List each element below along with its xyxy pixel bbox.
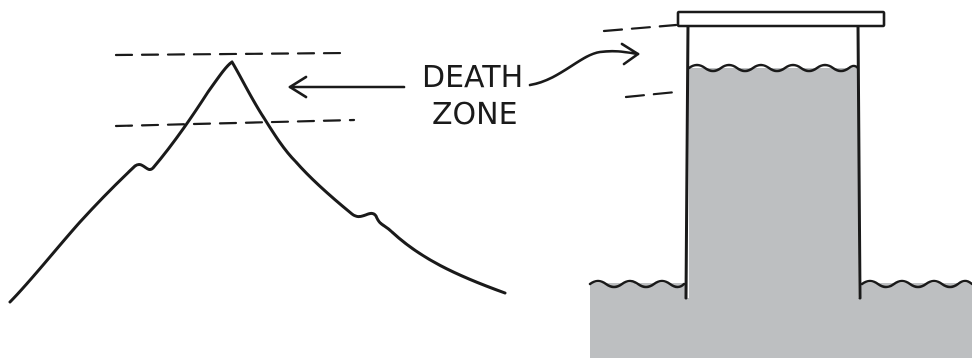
tank-right-wall — [858, 24, 860, 298]
tank-lower-dash — [626, 92, 676, 97]
tank-water — [689, 68, 858, 300]
tank-drawing — [590, 12, 972, 358]
mountain-outline — [10, 62, 505, 302]
death-zone-label-group: DEATH ZONE — [290, 44, 638, 132]
tank-left-wall — [686, 24, 688, 298]
upper-dashed-line — [116, 53, 346, 55]
arrow-left-icon — [290, 77, 404, 97]
arrow-right-icon — [530, 44, 638, 85]
tank-upper-dash — [604, 25, 676, 31]
lower-dashed-line — [116, 120, 354, 126]
tank-lid — [678, 12, 884, 26]
label-line-1: DEATH — [422, 60, 523, 95]
label-line-2: ZONE — [432, 97, 518, 132]
